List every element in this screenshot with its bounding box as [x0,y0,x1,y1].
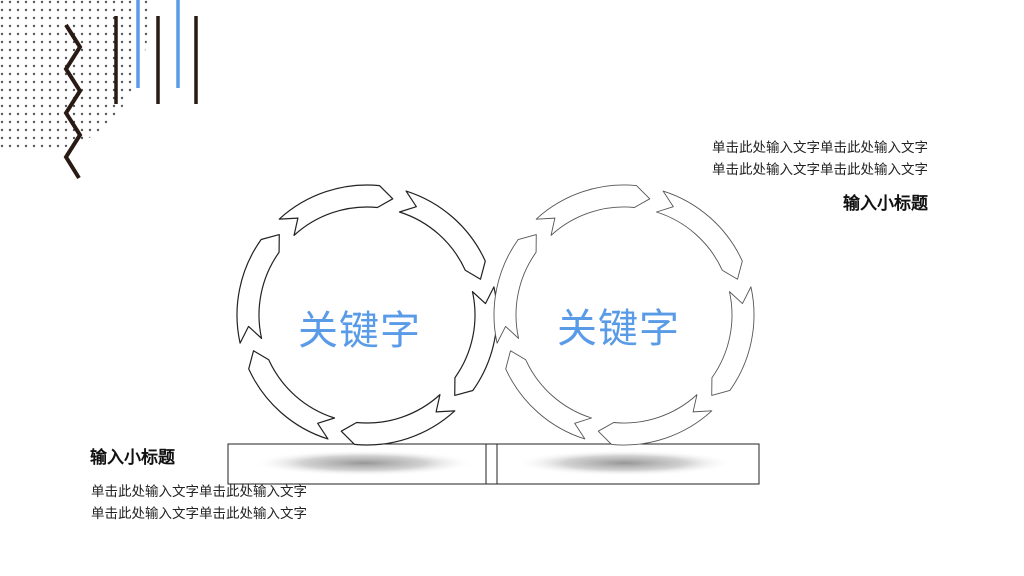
base-stand [227,443,760,485]
ring-segment [278,184,394,236]
ring-segment [248,350,336,440]
body-line: 单击此处输入文字单击此处输入文字 [91,506,307,522]
ring-segment [505,350,592,440]
cycle-diagram [227,184,760,485]
keyword-left: 关键字 [298,308,421,354]
ring-segment [340,394,456,446]
shadow-left [252,450,476,476]
ring-segment [398,190,486,280]
subtitle-bottom-left: 输入小标题 [90,448,175,468]
ring-segment [236,234,280,344]
zigzag-line [63,23,83,180]
ring-segment [597,394,713,446]
body-line: 单击此处输入文字单击此处输入文字 [712,140,928,156]
ring-segment [493,234,537,344]
text-block-bottom-left: 单击此处输入文字单击此处输入文字 单击此处输入文字单击此处输入文字 [91,481,307,525]
text-block-top-right: 单击此处输入文字单击此处输入文字 单击此处输入文字单击此处输入文字 [560,137,928,181]
ring-segment [656,190,743,280]
cycle-ring-left [236,184,498,446]
keyword-right: 关键字 [557,306,680,352]
cycle-ring-right [493,184,755,446]
ring-segment [535,184,651,236]
body-line: 单击此处输入文字单击此处输入文字 [712,162,928,178]
body-line: 单击此处输入文字单击此处输入文字 [91,484,307,500]
ring-segment [711,286,755,396]
subtitle-top-right: 输入小标题 [843,194,928,214]
ring-segment [454,286,498,396]
shadow-right [515,450,735,476]
corner-decoration [0,0,198,180]
